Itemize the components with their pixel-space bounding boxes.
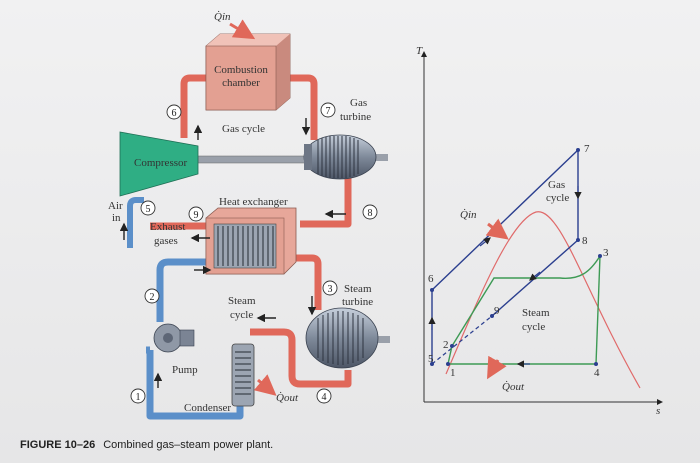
svg-text:1: 1 (136, 392, 141, 403)
air-intake-pipe (127, 197, 144, 248)
ts-gas-cycle-label-2: cycle (546, 192, 569, 204)
air-label-2: in (112, 212, 121, 224)
svg-text:6: 6 (428, 273, 434, 285)
state-markers: 1 2 3 4 5 6 7 8 9 (130, 102, 378, 404)
q-in-top-label: Q̇in (214, 11, 231, 23)
steam-loop-pipes (250, 254, 352, 388)
gas-turbine (303, 134, 377, 180)
steam-turbine-shaft-end (376, 336, 390, 343)
s-axis-label: s (656, 405, 660, 417)
water-loop-pipes (146, 258, 244, 420)
steam-cycle-label-1: Steam (228, 295, 256, 307)
ts-gas-cycle-label-1: Gas (548, 179, 565, 191)
gas-turbine-label-1: Gas (350, 97, 367, 109)
combustion-chamber (205, 33, 291, 111)
pump-label: Pump (172, 364, 198, 376)
heat-exchanger-label: Heat exchanger (219, 196, 288, 208)
exhaust-label-2: gases (154, 235, 178, 247)
caption-text: Combined gas–steam power plant. (103, 439, 273, 451)
ts-state-labels: 1 2 3 4 5 6 7 8 9 (428, 143, 609, 379)
t-axis-label: T (416, 45, 423, 57)
gas-cycle-dashed (431, 315, 493, 365)
svg-text:9: 9 (194, 210, 199, 221)
ts-steam-cycle-label-2: cycle (522, 321, 545, 333)
svg-text:2: 2 (443, 339, 449, 351)
combustion-label-2: chamber (222, 77, 260, 89)
ts-q-out-label: Q̇out (502, 381, 525, 393)
svg-text:4: 4 (594, 367, 600, 379)
compressor-label: Compressor (134, 157, 188, 169)
gas-shaft (197, 155, 307, 164)
figure-caption: FIGURE 10–26 Combined gas–steam power pl… (20, 435, 273, 452)
steam-turbine-label-1: Steam (344, 283, 372, 295)
gas-cycle-label: Gas cycle (222, 123, 265, 135)
svg-text:3: 3 (603, 247, 609, 259)
svg-text:2: 2 (150, 292, 155, 303)
svg-text:7: 7 (584, 143, 590, 155)
svg-text:9: 9 (494, 305, 500, 317)
air-label-1: Air (108, 200, 123, 212)
ts-arrows (428, 186, 582, 368)
gas-turbine-shaft-end (374, 154, 388, 161)
svg-text:5: 5 (428, 353, 434, 365)
svg-text:6: 6 (172, 108, 177, 119)
compressor (119, 131, 199, 197)
combustion-label-1: Combustion (214, 64, 268, 76)
q-out-label: Q̇out (276, 392, 299, 404)
q-out-arrow (253, 374, 277, 396)
caption-prefix: FIGURE 10–26 (20, 439, 95, 451)
saturation-curve (445, 211, 641, 389)
condenser (231, 343, 255, 407)
svg-text:3: 3 (328, 284, 333, 295)
heat-exchanger (205, 207, 297, 275)
svg-text:7: 7 (326, 106, 331, 117)
exhaust-label-1: Exhaust (150, 221, 185, 233)
pump (153, 323, 195, 353)
ts-state-points (430, 148, 602, 366)
ts-diagram: T s (416, 45, 663, 417)
svg-text:1: 1 (450, 367, 456, 379)
svg-text:8: 8 (582, 235, 588, 247)
ts-q-in-arrow (485, 218, 509, 240)
svg-text:8: 8 (368, 208, 373, 219)
steam-turbine (305, 307, 379, 369)
svg-text:4: 4 (322, 392, 327, 403)
q-in-arrow (229, 19, 256, 40)
condenser-label: Condenser (184, 402, 231, 414)
flow-arrows (119, 118, 346, 388)
steam-cycle-label-2: cycle (230, 309, 253, 321)
svg-text:5: 5 (146, 204, 151, 215)
gas-turbine-label-2: turbine (340, 111, 371, 123)
ts-q-in-label: Q̇in (460, 209, 477, 221)
ts-q-out-arrow (487, 355, 507, 380)
ts-steam-cycle-label-1: Steam (522, 307, 550, 319)
steam-turbine-label-2: turbine (342, 296, 373, 308)
